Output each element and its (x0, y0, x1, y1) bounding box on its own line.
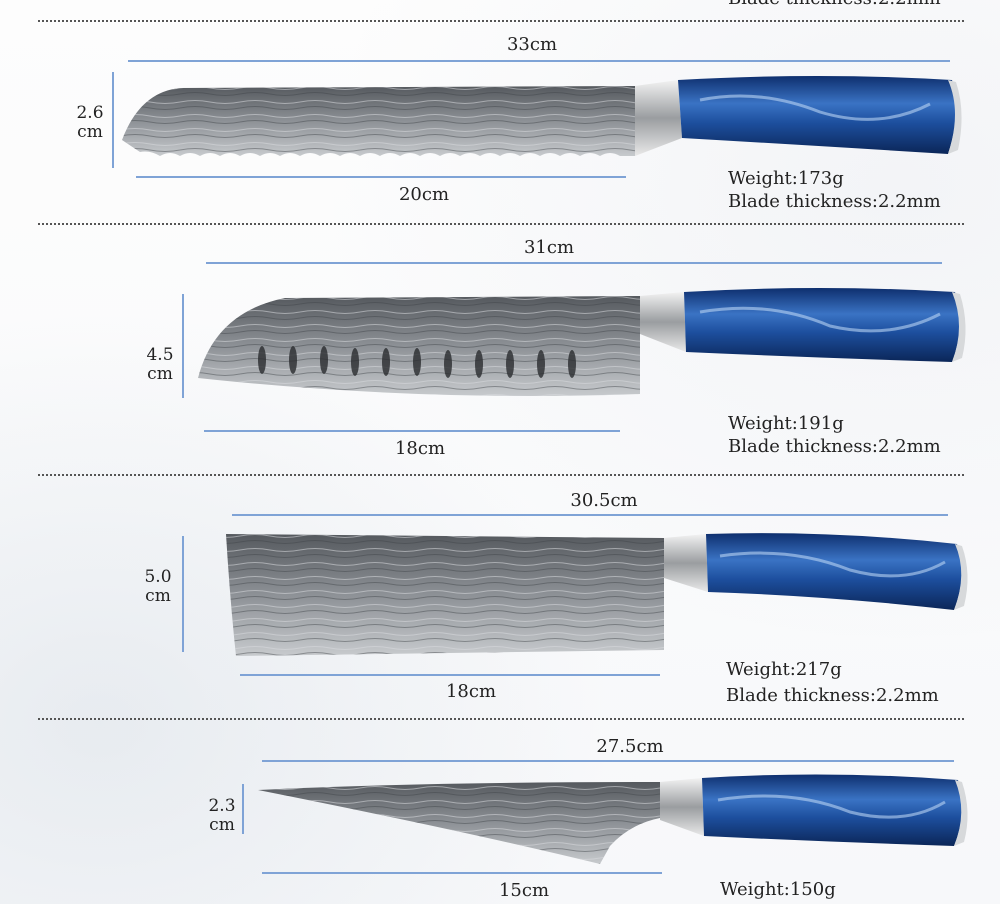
section-divider (38, 474, 964, 476)
total-length-line (232, 514, 948, 516)
height-line (182, 536, 184, 652)
total-length-line (128, 60, 950, 62)
bread-knife (122, 76, 962, 156)
blade-length-label: 18cm (445, 681, 497, 702)
total-length-label: 30.5cm (570, 490, 638, 511)
boning-knife (258, 774, 968, 864)
blade-length-line (204, 430, 620, 432)
blade-length-label: 15cm (498, 880, 550, 901)
blade-length-label: 20cm (398, 184, 450, 205)
height-line (112, 72, 114, 168)
total-length-label: 33cm (506, 34, 558, 55)
weight-label: Weight:191g (728, 413, 844, 434)
weight-label: Weight:217g (726, 659, 842, 680)
blade-length-line (262, 872, 662, 874)
thickness-label: Blade thickness:2.2mm (728, 436, 941, 457)
section-divider (38, 20, 964, 22)
total-length-line (262, 760, 954, 762)
height-line (242, 784, 244, 834)
cutoff-thickness-text: Blade thickness:2.2mm (728, 0, 941, 8)
blade-length-line (136, 176, 626, 178)
nakiri-knife (226, 533, 968, 656)
section-divider (38, 223, 964, 225)
thickness-label: Blade thickness:2.2mm (726, 685, 939, 706)
blade-length-line (240, 674, 660, 676)
total-length-label: 27.5cm (596, 736, 664, 757)
height-line (182, 294, 184, 398)
weight-label: Weight:173g (728, 168, 844, 189)
weight-label: Weight:150g (720, 879, 836, 900)
total-length-line (206, 262, 942, 264)
section-divider (38, 718, 964, 720)
thickness-label: Blade thickness:2.2mm (728, 191, 941, 212)
total-length-label: 31cm (523, 237, 575, 258)
santoku-knife (198, 288, 966, 396)
blade-length-label: 18cm (394, 438, 446, 459)
